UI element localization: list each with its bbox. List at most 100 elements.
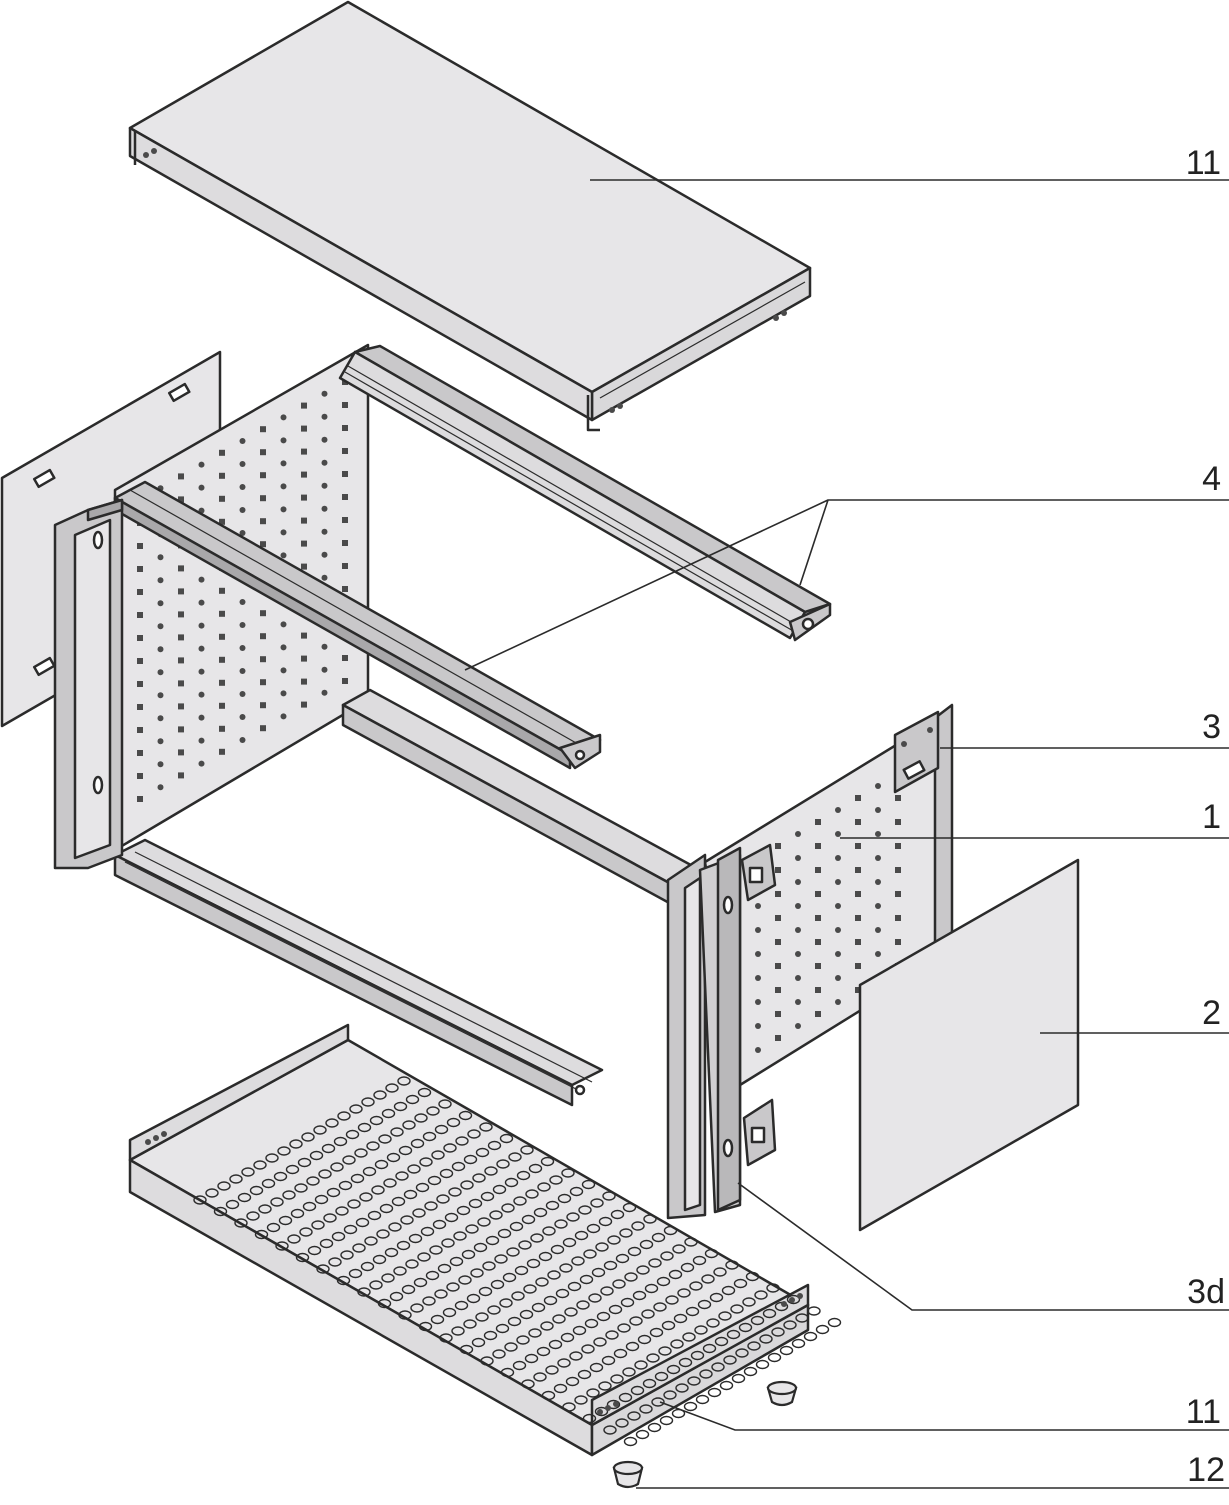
perforation-hole [499, 1298, 513, 1308]
perforation-hole [260, 679, 266, 686]
perforation-hole [400, 1215, 414, 1225]
perforation-hole [470, 1268, 484, 1278]
perforation-hole [219, 748, 225, 755]
perforation-hole [815, 915, 821, 921]
perforation-hole [581, 1344, 595, 1354]
perforation-hole [369, 1280, 383, 1290]
perforation-hole [733, 1278, 748, 1289]
perforation-hole [496, 1159, 510, 1169]
perforation-hole [430, 1314, 445, 1325]
perforation-hole [627, 1246, 642, 1257]
perforation-hole [371, 1185, 385, 1195]
perforation-hole [239, 438, 246, 444]
perforation-hole [395, 1171, 409, 1181]
perforation-hole [617, 1323, 631, 1333]
perforation-hole [301, 1132, 315, 1142]
bottom-cover [128, 1023, 842, 1457]
perforation-hole [666, 1364, 681, 1375]
perforation-hole [615, 1418, 629, 1428]
perforation-hole [514, 1265, 529, 1276]
perforation-hole [572, 1325, 587, 1336]
foot-right [766, 1380, 798, 1407]
perforation-hole [855, 939, 861, 945]
perforation-hole [157, 623, 164, 630]
perforation-hole [771, 1327, 785, 1337]
perforation-hole [366, 1141, 380, 1151]
perforation-hole [321, 436, 328, 443]
perforation-hole [137, 773, 143, 779]
perforation-hole [605, 1330, 619, 1340]
perforation-hole [704, 1248, 719, 1259]
perforation-hole [178, 772, 184, 779]
perforation-hole [386, 1152, 401, 1163]
perforation-hole [646, 1353, 660, 1363]
perforation-hole [355, 1217, 370, 1228]
perforation-hole [507, 1316, 522, 1327]
perforation-hole [743, 1366, 758, 1377]
perforation-hole [178, 496, 184, 503]
perforation-hole [301, 494, 307, 501]
perforation-hole [795, 831, 801, 837]
perforation-hole [473, 1242, 488, 1253]
perforation-hole [439, 1168, 454, 1179]
perforation-hole [438, 1099, 452, 1109]
perforation-hole [803, 1331, 818, 1342]
perforation-hole [301, 540, 307, 547]
top-cover [128, 0, 812, 432]
perforation-hole [596, 1311, 611, 1322]
perforation-hole [683, 1401, 698, 1412]
perforation-hole [711, 1362, 725, 1372]
perforation-hole [321, 505, 328, 512]
perforation-hole [237, 1192, 252, 1203]
perforation-hole [675, 1383, 689, 1393]
perforation-hole [855, 963, 861, 969]
perforation-hole [381, 1273, 395, 1283]
perforation-hole [581, 1179, 596, 1190]
perforation-hole [239, 691, 246, 697]
perforation-hole [795, 879, 801, 885]
perforation-hole [658, 1346, 672, 1356]
perforation-hole [702, 1343, 717, 1354]
perforation-hole [414, 1113, 428, 1123]
perforation-hole [398, 1310, 412, 1320]
perforation-hole [157, 761, 164, 768]
perforation-hole [198, 484, 205, 491]
perforation-hole [321, 482, 328, 489]
perforation-hole [795, 951, 801, 957]
perforation-hole [443, 1143, 457, 1153]
perforation-hole [219, 472, 225, 479]
perforation-hole [629, 1316, 643, 1326]
perforation-hole [239, 507, 246, 513]
perforation-hole [410, 1303, 424, 1313]
perforation-hole [755, 999, 761, 1005]
perforation-hole [895, 867, 901, 873]
perforation-hole [687, 1376, 701, 1386]
perforation-hole [603, 1425, 617, 1435]
perforation-hole [714, 1336, 729, 1347]
perforation-hole [637, 1334, 652, 1345]
perforation-hole [287, 1234, 301, 1244]
perforation-hole [178, 657, 184, 664]
perforation-hole [835, 831, 841, 837]
perforation-hole [338, 1180, 353, 1191]
perforation-hole [266, 1222, 281, 1233]
perforation-hole [516, 1335, 530, 1345]
perforation-hole [437, 1263, 452, 1274]
perforation-hole [441, 1238, 455, 1248]
leader-guide-rails [464, 499, 1229, 671]
perforation-hole [624, 1272, 638, 1282]
perforation-hole [623, 1436, 638, 1447]
perforation-hole [280, 506, 287, 513]
perforation-hole [198, 691, 205, 698]
right-front-handle [666, 843, 777, 1220]
perforation-hole [719, 1380, 734, 1391]
perforation-hole [523, 1284, 537, 1294]
perforation-hole [775, 963, 781, 969]
perforation-hole [875, 951, 881, 957]
perforation-hole [193, 1195, 207, 1205]
perforation-hole [730, 1304, 744, 1314]
perforation-hole [499, 1133, 514, 1144]
perforation-hole [835, 975, 841, 981]
perforation-hole [239, 599, 246, 605]
